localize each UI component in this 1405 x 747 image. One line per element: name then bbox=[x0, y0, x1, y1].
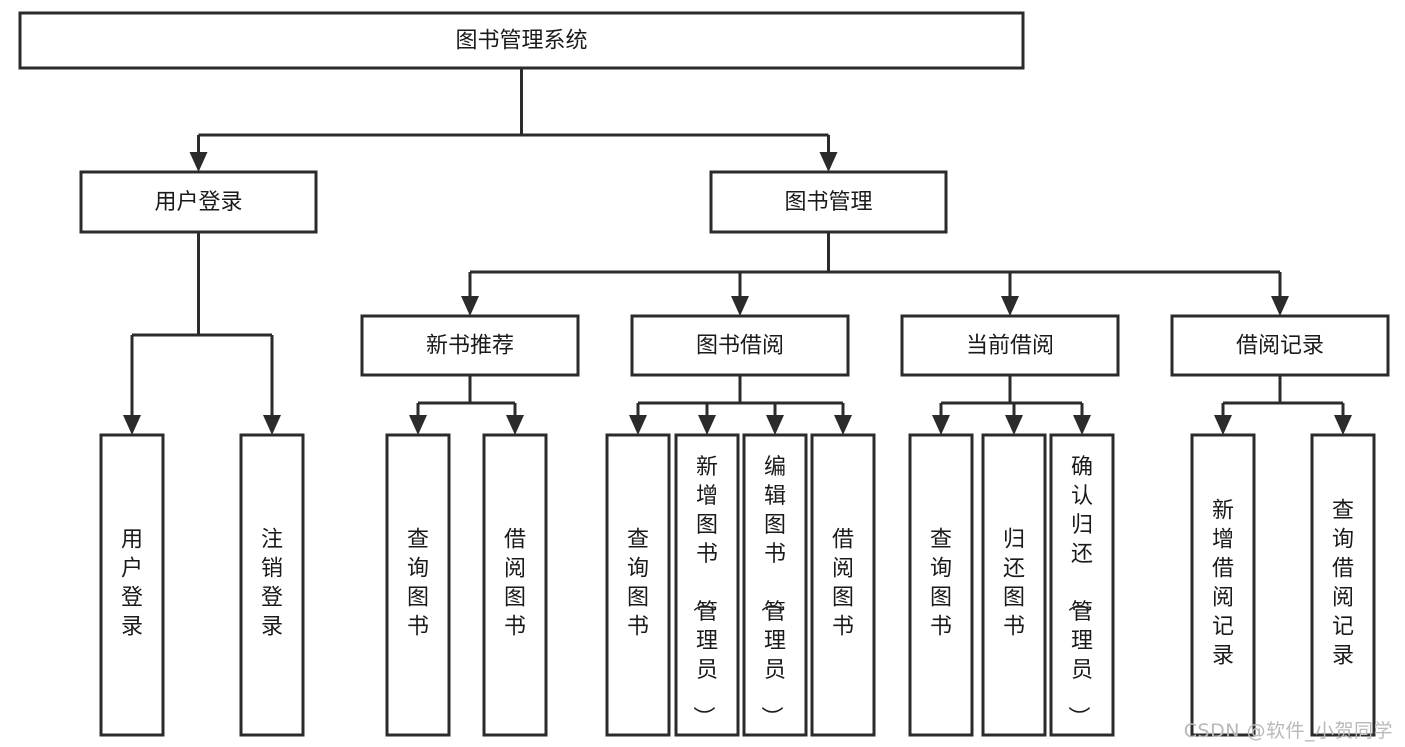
node-box-leaf-edit-book[interactable] bbox=[742, 433, 808, 737]
node-box-leaf-borrow-book-1[interactable] bbox=[482, 433, 548, 737]
node-label-user-login: 用户登录 bbox=[154, 190, 242, 215]
node-leaf-return-book[interactable]: 归还图书 bbox=[981, 433, 1047, 737]
node-box-current-borrow[interactable] bbox=[900, 314, 1120, 377]
node-book-manage[interactable]: 图书管理 bbox=[709, 170, 948, 234]
node-leaf-query-book-3[interactable]: 查询图书 bbox=[908, 433, 974, 737]
connector-edges-layer bbox=[123, 68, 1352, 435]
nodes-layer: 图书管理系统用户登录图书管理新书推荐图书借阅当前借阅借阅记录用户登录注销登录查询… bbox=[18, 11, 1390, 737]
node-box-root-title[interactable] bbox=[18, 11, 1025, 70]
node-box-book-manage[interactable] bbox=[709, 170, 948, 234]
node-book-borrow[interactable]: 图书借阅 bbox=[630, 314, 850, 377]
node-label-leaf-user-login: 用户登录 bbox=[121, 528, 143, 640]
node-box-book-borrow[interactable] bbox=[630, 314, 850, 377]
node-label-book-manage: 图书管理 bbox=[784, 190, 872, 215]
node-box-leaf-query-book-3[interactable] bbox=[908, 433, 974, 737]
node-new-book-rec[interactable]: 新书推荐 bbox=[360, 314, 580, 377]
node-label-leaf-query-book-1: 查询图书 bbox=[407, 528, 429, 640]
node-box-leaf-confirm-return[interactable] bbox=[1049, 433, 1115, 737]
node-box-leaf-query-book-2[interactable] bbox=[605, 433, 671, 737]
node-label-new-book-rec: 新书推荐 bbox=[426, 334, 514, 359]
node-leaf-query-book-1[interactable]: 查询图书 bbox=[385, 433, 451, 737]
node-label-book-borrow: 图书借阅 bbox=[696, 334, 784, 359]
node-user-login[interactable]: 用户登录 bbox=[79, 170, 318, 234]
node-label-borrow-record: 借阅记录 bbox=[1236, 334, 1324, 359]
node-leaf-confirm-return[interactable]: 确认归还（管理员） bbox=[1049, 433, 1115, 737]
node-leaf-borrow-book-2[interactable]: 借阅图书 bbox=[810, 433, 876, 737]
node-leaf-add-record[interactable]: 新增借阅记录 bbox=[1190, 433, 1256, 737]
node-label-leaf-query-record: 查询借阅记录 bbox=[1332, 499, 1354, 669]
node-root-title[interactable]: 图书管理系统 bbox=[18, 11, 1025, 70]
node-label-leaf-edit-book: 编辑图书（管理员） bbox=[758, 455, 786, 728]
node-label-leaf-add-book: 新增图书（管理员） bbox=[690, 455, 718, 728]
node-label-leaf-return-book: 归还图书 bbox=[1003, 528, 1025, 640]
node-label-root-title: 图书管理系统 bbox=[455, 29, 587, 54]
node-box-leaf-return-book[interactable] bbox=[981, 433, 1047, 737]
node-leaf-query-record[interactable]: 查询借阅记录 bbox=[1310, 433, 1376, 737]
node-box-borrow-record[interactable] bbox=[1170, 314, 1390, 377]
node-label-leaf-borrow-book-1: 借阅图书 bbox=[504, 528, 526, 640]
node-leaf-query-book-2[interactable]: 查询图书 bbox=[605, 433, 671, 737]
node-label-leaf-confirm-return: 确认归还（管理员） bbox=[1065, 455, 1093, 728]
node-box-leaf-logout[interactable] bbox=[239, 433, 305, 737]
node-leaf-logout[interactable]: 注销登录 bbox=[239, 433, 305, 737]
node-leaf-borrow-book-1[interactable]: 借阅图书 bbox=[482, 433, 548, 737]
node-leaf-edit-book[interactable]: 编辑图书（管理员） bbox=[742, 433, 808, 737]
node-label-leaf-borrow-book-2: 借阅图书 bbox=[832, 528, 854, 640]
node-label-leaf-add-record: 新增借阅记录 bbox=[1212, 499, 1234, 669]
node-box-leaf-query-book-1[interactable] bbox=[385, 433, 451, 737]
node-label-leaf-logout: 注销登录 bbox=[261, 528, 283, 640]
node-box-leaf-borrow-book-2[interactable] bbox=[810, 433, 876, 737]
node-borrow-record[interactable]: 借阅记录 bbox=[1170, 314, 1390, 377]
node-box-leaf-add-record[interactable] bbox=[1190, 433, 1256, 737]
node-label-current-borrow: 当前借阅 bbox=[966, 334, 1054, 359]
node-box-leaf-query-record[interactable] bbox=[1310, 433, 1376, 737]
node-box-user-login[interactable] bbox=[79, 170, 318, 234]
node-label-leaf-query-book-2: 查询图书 bbox=[627, 528, 649, 640]
node-leaf-user-login[interactable]: 用户登录 bbox=[99, 433, 165, 737]
node-leaf-add-book[interactable]: 新增图书（管理员） bbox=[674, 433, 740, 737]
node-box-leaf-user-login[interactable] bbox=[99, 433, 165, 737]
node-box-new-book-rec[interactable] bbox=[360, 314, 580, 377]
node-label-leaf-query-book-3: 查询图书 bbox=[930, 528, 952, 640]
node-current-borrow[interactable]: 当前借阅 bbox=[900, 314, 1120, 377]
node-box-leaf-add-book[interactable] bbox=[674, 433, 740, 737]
